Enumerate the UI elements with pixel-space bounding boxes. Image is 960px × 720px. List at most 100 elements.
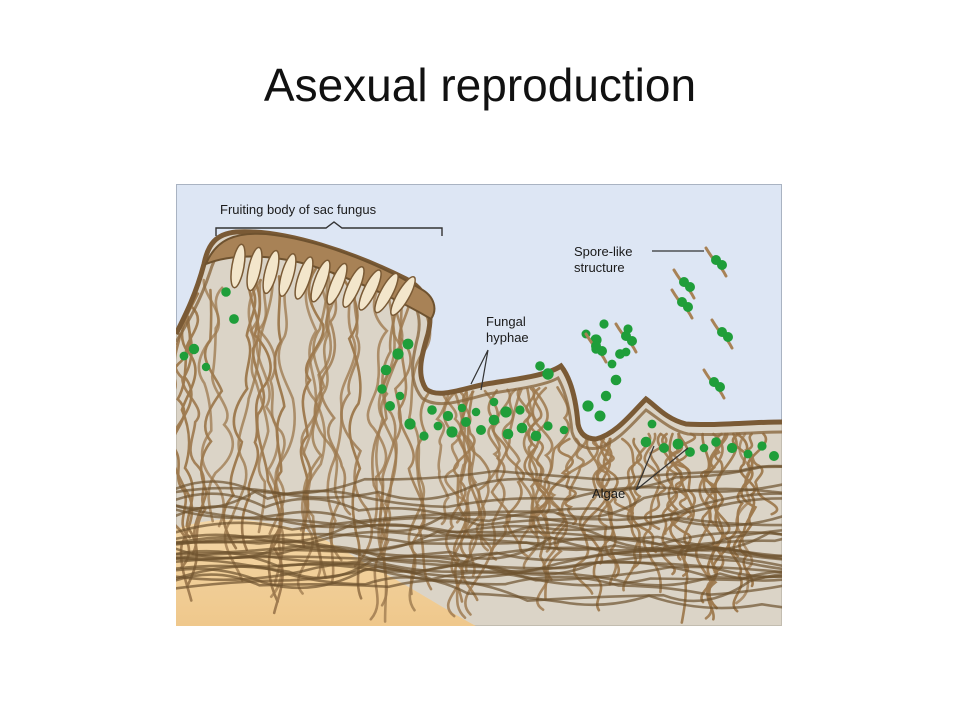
fruiting-body-label: Fruiting body of sac fungus <box>220 202 377 217</box>
slide-title: Asexual reproduction <box>263 59 697 111</box>
hypha-strand <box>176 465 782 501</box>
ascus <box>326 262 348 306</box>
hypha-strand <box>202 278 234 523</box>
algae-cells <box>179 287 779 461</box>
algae-cell <box>582 400 594 412</box>
algae-cell <box>600 390 612 402</box>
algae-cell <box>685 447 695 457</box>
hypha-strand <box>176 487 782 534</box>
algae-cell <box>500 406 512 418</box>
algae-cell <box>385 401 395 411</box>
ascus <box>310 259 331 303</box>
hypha-strand <box>176 557 782 610</box>
algae-cell <box>380 364 392 376</box>
hypha-strand <box>223 276 274 582</box>
algae-leader-lines <box>635 445 689 491</box>
algae-cell <box>599 319 609 329</box>
ascus <box>374 272 399 314</box>
ascus <box>246 246 263 292</box>
soredium <box>704 246 728 278</box>
algae-cell <box>535 361 545 371</box>
hypha-strand <box>326 274 357 584</box>
hypha-strand <box>522 387 552 553</box>
hypha-strand <box>700 432 731 604</box>
soredium <box>670 288 694 320</box>
algae-cell <box>433 421 443 431</box>
spore-like-structures <box>584 246 734 400</box>
hyphae-label-line2: hyphae <box>486 330 529 345</box>
hyphae-label-line1: Fungal <box>486 314 526 329</box>
hypha-strand <box>435 391 451 526</box>
algae-cell <box>672 438 684 450</box>
algae-cell <box>404 418 416 430</box>
hypha-strand <box>628 437 658 554</box>
algae-cell <box>726 442 738 454</box>
hypha-strand <box>620 437 642 570</box>
ascus <box>230 243 246 289</box>
algae-cell <box>461 417 471 427</box>
ascus <box>262 249 280 295</box>
algae-cell <box>743 449 753 459</box>
spore-label-line1: Spore-like <box>574 244 633 259</box>
hypha-strand <box>176 563 782 597</box>
hypha-strand <box>735 432 756 588</box>
fungal-hyphae-strands <box>176 267 782 624</box>
ascus <box>358 269 382 311</box>
hypha-strand <box>340 277 374 568</box>
algae-cell <box>179 351 189 361</box>
ascus <box>390 275 416 317</box>
algae-cell <box>229 314 239 324</box>
hypha-strand <box>441 391 469 524</box>
algae-cell <box>377 384 387 394</box>
algae-cell <box>594 410 606 422</box>
hypha-strand <box>312 269 343 562</box>
algae-cell <box>659 443 669 453</box>
algae-cell <box>488 414 500 426</box>
hypha-strand <box>592 437 634 518</box>
algae-cell <box>221 287 231 297</box>
hypha-strand <box>176 559 782 580</box>
algae-cell <box>395 391 405 401</box>
soredium <box>710 318 734 350</box>
hypha-strand <box>180 292 200 586</box>
hypha-strand <box>176 508 782 533</box>
lichen-cross-section-figure: Fruiting body of sac fungus Spore-like s… <box>176 184 782 626</box>
algae-cell <box>530 430 542 442</box>
hypha-strand <box>523 387 551 537</box>
hypha-strand <box>525 387 548 520</box>
algae-cell <box>392 348 404 360</box>
hyphae-leader-lines <box>470 349 489 391</box>
asci-sacs <box>230 243 416 317</box>
algae-cell <box>471 407 481 417</box>
algae-cell <box>769 451 779 461</box>
hypha-strand <box>397 286 433 591</box>
hypha-strand <box>176 492 782 544</box>
algae-cell <box>516 422 528 434</box>
rock-substrate <box>176 519 476 626</box>
algae-cell <box>699 443 709 453</box>
upper-cortex <box>176 229 782 442</box>
hypha-strand <box>706 432 738 621</box>
hypha-strand <box>240 279 272 552</box>
fruiting-body-bracket <box>215 221 443 236</box>
algae-cell <box>489 397 499 407</box>
algae-cell <box>711 437 721 447</box>
algae-cell <box>188 343 200 355</box>
algae-cell <box>607 359 617 369</box>
algae-cell <box>640 436 652 448</box>
soredium <box>584 332 608 364</box>
algae-cell <box>402 338 414 350</box>
algae-cell <box>543 421 553 431</box>
algae-cell <box>515 405 525 415</box>
algae-cell <box>419 431 429 441</box>
ascus <box>342 266 365 308</box>
algae-cell <box>442 410 454 422</box>
algae-cell <box>427 405 437 415</box>
soredium <box>614 322 638 354</box>
ascus <box>294 256 314 300</box>
hypha-strand <box>176 549 782 587</box>
fruiting-body <box>204 232 436 321</box>
algae-cell <box>502 428 514 440</box>
algae-cell <box>757 441 767 451</box>
algae-label: Algae <box>592 486 625 501</box>
